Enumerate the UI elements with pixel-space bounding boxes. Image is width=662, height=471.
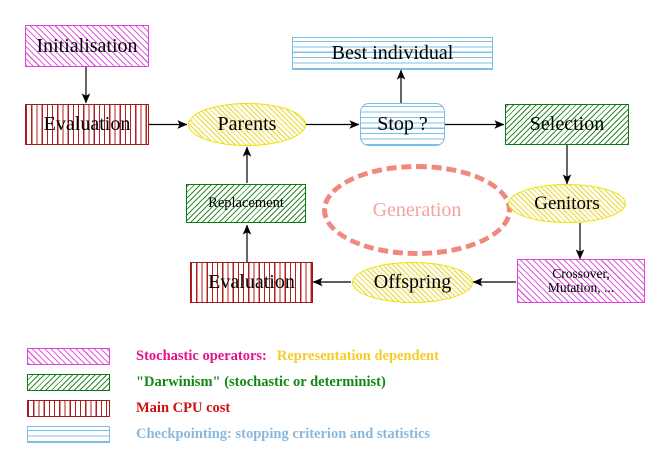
node-stop-label: Stop ? bbox=[377, 113, 428, 135]
node-offspring[interactable]: Offspring bbox=[352, 262, 473, 303]
node-evaluation-top-label: Evaluation bbox=[43, 113, 131, 135]
darwinism-swatch bbox=[27, 373, 110, 391]
legend-label-primary: "Darwinism" (stochastic or determinist) bbox=[136, 373, 386, 390]
stochastic-operators-swatch bbox=[27, 347, 110, 365]
node-initialisation[interactable]: Initialisation bbox=[25, 25, 149, 67]
node-best-individual-label: Best individual bbox=[331, 42, 454, 64]
legend-label-secondary: Representation dependent bbox=[276, 347, 439, 364]
node-selection-label: Selection bbox=[529, 113, 605, 135]
node-genitors-label: Genitors bbox=[534, 192, 600, 214]
node-genitors[interactable]: Genitors bbox=[508, 184, 626, 223]
legend-row: Stochastic operators: Representation depe… bbox=[27, 345, 439, 367]
node-crossover-mutation-label-line1: Crossover, bbox=[552, 265, 610, 281]
node-parents[interactable]: Parents bbox=[188, 103, 306, 146]
main-cpu-cost-swatch bbox=[27, 399, 110, 417]
node-replacement[interactable]: Replacement bbox=[186, 184, 306, 223]
checkpointing-swatch bbox=[27, 425, 110, 443]
legend-text: Checkpointing: stopping criterion and st… bbox=[136, 426, 430, 443]
legend-row: Checkpointing: stopping criterion and st… bbox=[27, 423, 430, 445]
legend: Stochastic operators: Representation depe… bbox=[0, 340, 662, 471]
legend-row: "Darwinism" (stochastic or determinist) bbox=[27, 371, 386, 393]
node-generation: Generation bbox=[322, 164, 512, 256]
node-evaluation-bottom-label: Evaluation bbox=[208, 271, 295, 293]
node-crossover-mutation[interactable]: Crossover, Mutation, ... bbox=[517, 259, 645, 303]
node-generation-label: Generation bbox=[372, 198, 462, 221]
legend-text: "Darwinism" (stochastic or determinist) bbox=[136, 374, 386, 391]
legend-text: Stochastic operators: Representation depe… bbox=[136, 348, 439, 365]
node-offspring-label: Offspring bbox=[373, 271, 452, 293]
legend-label-primary: Main CPU cost bbox=[136, 399, 231, 416]
legend-text: Main CPU cost bbox=[136, 400, 230, 417]
node-stop[interactable]: Stop ? bbox=[360, 103, 445, 146]
node-replacement-label: Replacement bbox=[208, 194, 284, 211]
node-evaluation-bottom[interactable]: Evaluation bbox=[190, 262, 313, 303]
legend-row: Main CPU cost bbox=[27, 397, 230, 419]
node-best-individual[interactable]: Best individual bbox=[292, 37, 493, 70]
node-selection[interactable]: Selection bbox=[505, 104, 629, 145]
node-parents-label: Parents bbox=[217, 113, 277, 135]
node-crossover-mutation-label-line2: Mutation, ... bbox=[547, 280, 615, 295]
legend-label-primary: Stochastic operators: bbox=[136, 347, 267, 364]
node-initialisation-label: Initialisation bbox=[36, 34, 138, 57]
legend-label-primary: Checkpointing: stopping criterion and st… bbox=[136, 425, 431, 442]
node-evaluation-top[interactable]: Evaluation bbox=[25, 104, 149, 145]
